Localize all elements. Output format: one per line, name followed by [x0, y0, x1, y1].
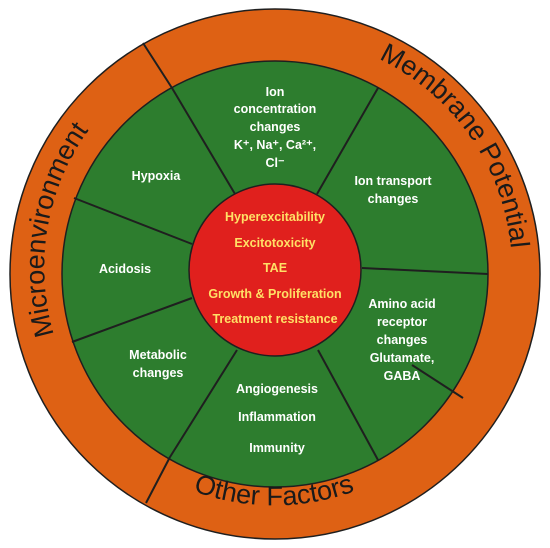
core-item-3: TAE [263, 261, 287, 275]
ion-concentration-line-3: changes [250, 120, 301, 134]
inflammation-label: Inflammation [238, 410, 316, 424]
immunity-label: Immunity [249, 441, 305, 455]
divider-acidosis-hypoxia [73, 197, 193, 245]
divider-ion-transport-amino-acid [361, 267, 489, 275]
sector-hypoxia: Hypoxia [132, 169, 182, 183]
amino-acid-line-5: GABA [384, 369, 421, 383]
amino-acid-line-3: changes [377, 333, 428, 347]
sector-ion-concentration: Ion concentration changes K⁺, Na⁺, Ca²⁺,… [234, 85, 317, 170]
ion-concentration-line-2: concentration [234, 102, 317, 116]
metabolic-line-2: changes [133, 366, 184, 380]
divider-bottom-left [145, 456, 171, 504]
divider-other-metabolic [169, 349, 238, 458]
amino-acid-line-1: Amino acid [368, 297, 435, 311]
core-circle [188, 183, 362, 357]
divider-ion-concentration-ion-transport [316, 87, 379, 195]
sector-ion-transport: Ion transport changes [354, 174, 432, 206]
ring-dividers [142, 42, 464, 504]
divider-hypoxia-ion-concentration [171, 87, 236, 195]
sector-other-factors: Angiogenesis Inflammation Immunity [236, 382, 318, 455]
divider-right-bottom [411, 364, 464, 399]
sector-metabolic: Metabolic changes [129, 348, 187, 380]
sector-acidosis: Acidosis [99, 262, 151, 276]
angiogenesis-label: Angiogenesis [236, 382, 318, 396]
divider-metabolic-acidosis [71, 297, 193, 343]
core-item-5: Treatment resistance [212, 312, 337, 326]
sector-amino-acid: Amino acid receptor changes Glutamate, G… [368, 297, 435, 383]
sector-dividers [71, 87, 489, 461]
ion-concentration-ions: K⁺, Na⁺, Ca²⁺, [234, 138, 316, 152]
core-items: Hyperexcitability Excitotoxicity TAE Gro… [208, 210, 341, 326]
amino-acid-line-2: receptor [377, 315, 427, 329]
core-item-1: Hyperexcitability [225, 210, 325, 224]
ion-concentration-line-1: Ion [266, 85, 285, 99]
acidosis-label: Acidosis [99, 262, 151, 276]
divider-top-left [142, 42, 173, 89]
metabolic-line-1: Metabolic [129, 348, 187, 362]
amino-acid-line-4: Glutamate, [370, 351, 435, 365]
core-item-4: Growth & Proliferation [208, 287, 341, 301]
hypoxia-label: Hypoxia [132, 169, 182, 183]
ion-transport-line-1: Ion transport [354, 174, 432, 188]
ion-transport-line-2: changes [368, 192, 419, 206]
core-item-2: Excitotoxicity [234, 236, 315, 250]
ion-concentration-cl: Cl⁻ [265, 156, 285, 170]
divider-amino-acid-other [317, 349, 379, 461]
